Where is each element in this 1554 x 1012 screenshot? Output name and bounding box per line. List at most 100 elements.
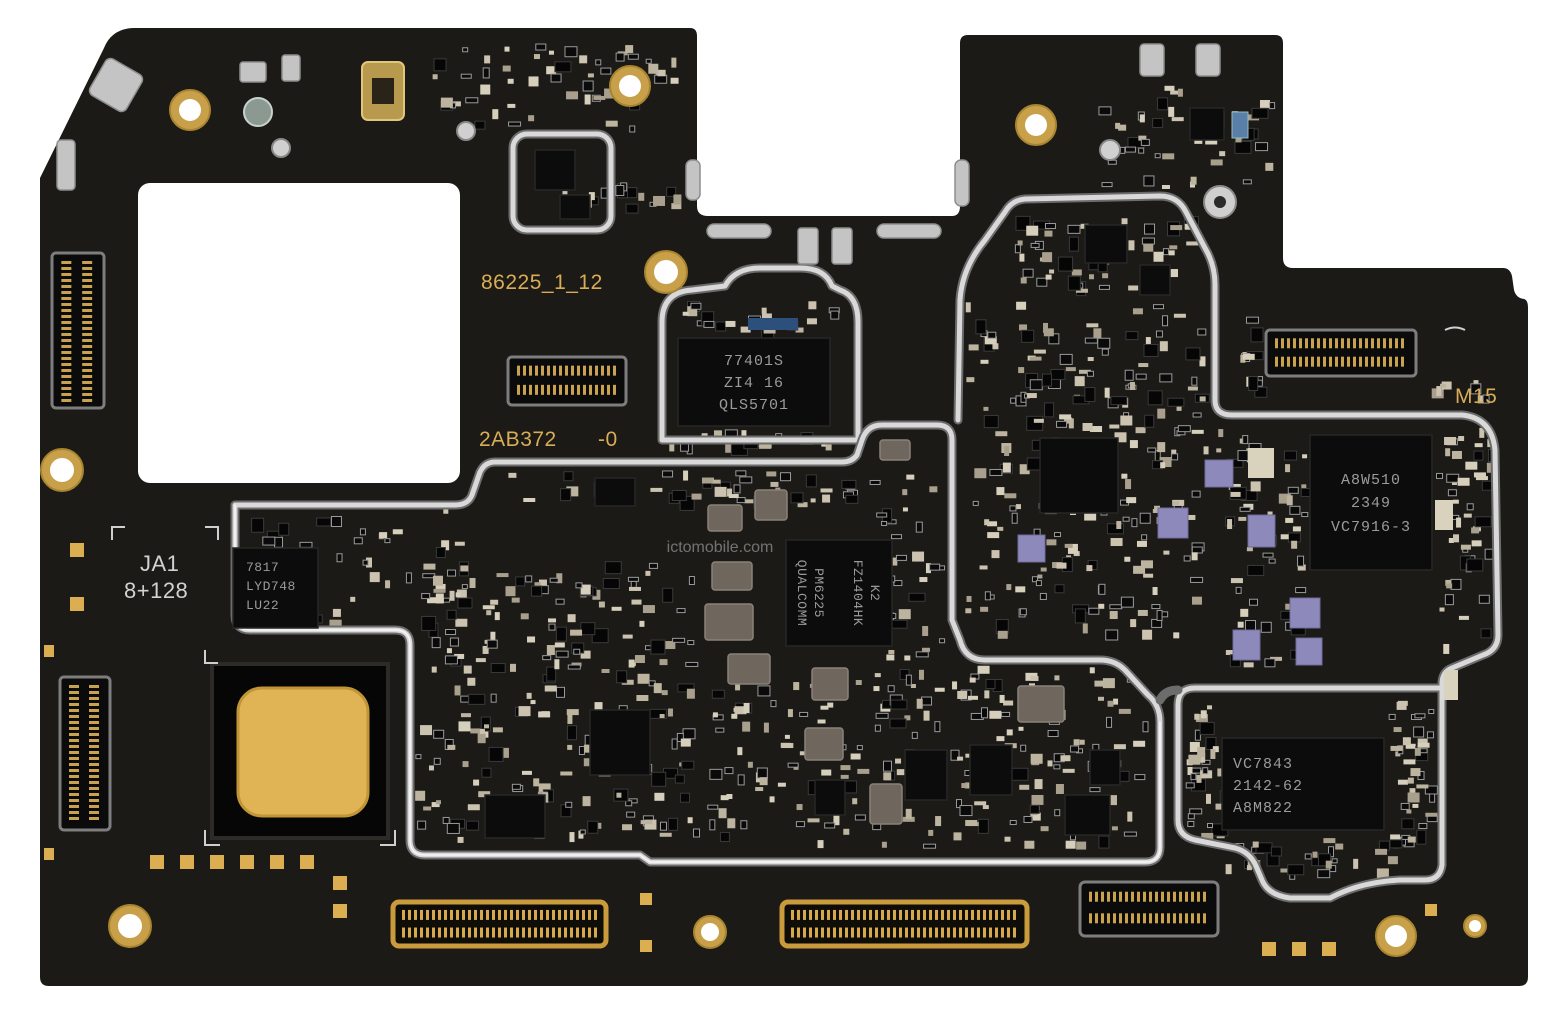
smd-capacitor [483,724,489,729]
smd-resistor [1239,506,1251,512]
smd-capacitor [952,681,958,690]
smd-capacitor [1280,534,1289,540]
chip-pmic: QUALCOMM PM6225 FZ1404HK K2 [785,539,893,647]
smd-resistor [1446,473,1460,483]
connector-pin [1107,913,1110,924]
smd-capacitor [498,747,509,758]
smd-capacitor [1089,667,1095,674]
smd-small-ic [580,622,596,636]
smd-small-ic [651,771,667,787]
test-pad [333,876,347,890]
smd-resistor [1202,767,1209,775]
chip-bottom-right: VC7843 2142-62 A8M822 [1221,737,1385,831]
connector-pin [613,384,616,395]
smd-capacitor [1116,521,1122,530]
connector-pin [571,384,574,395]
test-pad [300,855,314,869]
smd-capacitor [432,575,443,586]
connector-pin [576,927,579,938]
smd-capacitor [457,836,464,843]
smd-capacitor [1243,662,1254,668]
smd-resistor [1138,147,1145,154]
chip-body [1084,224,1128,264]
smd-resistor [671,738,678,750]
smd-small-ic [1283,450,1297,461]
smd-capacitor [667,708,673,717]
connector-pin [61,297,72,300]
connector-pin [983,909,986,920]
smd-capacitor [469,578,476,589]
ceramic-component [1247,514,1276,548]
smd-capacitor [1453,534,1460,543]
smd-resistor [460,73,472,79]
smd-resistor [1154,153,1161,159]
smd-capacitor [1225,649,1238,655]
test-pad [333,904,347,918]
smd-resistor [1131,518,1138,528]
test-pad [240,855,254,869]
smd-capacitor [1325,860,1332,869]
connector-pin [559,365,562,376]
smd-capacitor [712,712,718,718]
spring-contact [797,227,819,265]
smd-capacitor [850,753,861,760]
smd-small-ic [1185,347,1201,361]
connector-pin [1365,338,1368,349]
smd-capacitor [919,577,928,583]
smd-capacitor [505,586,516,597]
smd-capacitor [463,665,472,674]
smd-capacitor [881,841,887,848]
smd-resistor [556,686,566,698]
smd-capacitor [631,599,642,605]
smd-capacitor [1162,153,1175,160]
smd-capacitor [584,744,591,753]
connector-pin [594,909,597,920]
smd-small-ic [251,517,265,533]
connector-pin [546,927,549,938]
smd-capacitor [566,486,579,497]
smd-small-ic [805,474,817,488]
shield-outline [1155,685,1183,705]
smd-capacitor [916,698,923,709]
smd-resistor [875,712,889,719]
connector-pin [89,715,99,718]
smd-capacitor [1163,550,1170,555]
chip-marking: 2142-62 [1233,778,1303,795]
connector-pin [881,909,884,920]
smd-capacitor [511,597,520,603]
connector-pin [803,909,806,920]
smd-resistor [1011,512,1018,524]
smd-capacitor [1259,100,1270,109]
mounting-holes [40,65,1487,957]
connector-pin [486,909,489,920]
smd-capacitor [1040,826,1049,832]
chip-marking: QLS5701 [719,397,789,414]
smd-capacitor [691,493,702,500]
connector-pin [408,927,411,938]
smd-small-ic [490,663,506,674]
smd-resistor [299,541,313,548]
smd-capacitor [455,618,468,627]
connector-pin [522,927,525,938]
connector-pin [492,927,495,938]
connector-pin [504,927,507,938]
connector-pin [1287,356,1290,367]
smd-capacitor [1207,705,1213,710]
inductor [879,439,911,461]
smd-resistor [989,468,1003,476]
test-pad [1322,942,1336,956]
connector-frame [50,251,106,410]
connector-pin [510,909,513,920]
ceramic-component [1248,448,1274,478]
connector-pin [863,927,866,938]
smd-capacitor [1143,243,1154,252]
smd-resistor [1262,552,1274,558]
smd-resistor [1009,820,1017,826]
connector-pin [839,909,842,920]
smd-resistor [891,534,903,540]
pad-gold [236,686,370,818]
connector-pin [474,927,477,938]
smd-capacitor [787,709,793,718]
connector-pin [82,351,93,354]
smd-resistor [446,822,460,834]
